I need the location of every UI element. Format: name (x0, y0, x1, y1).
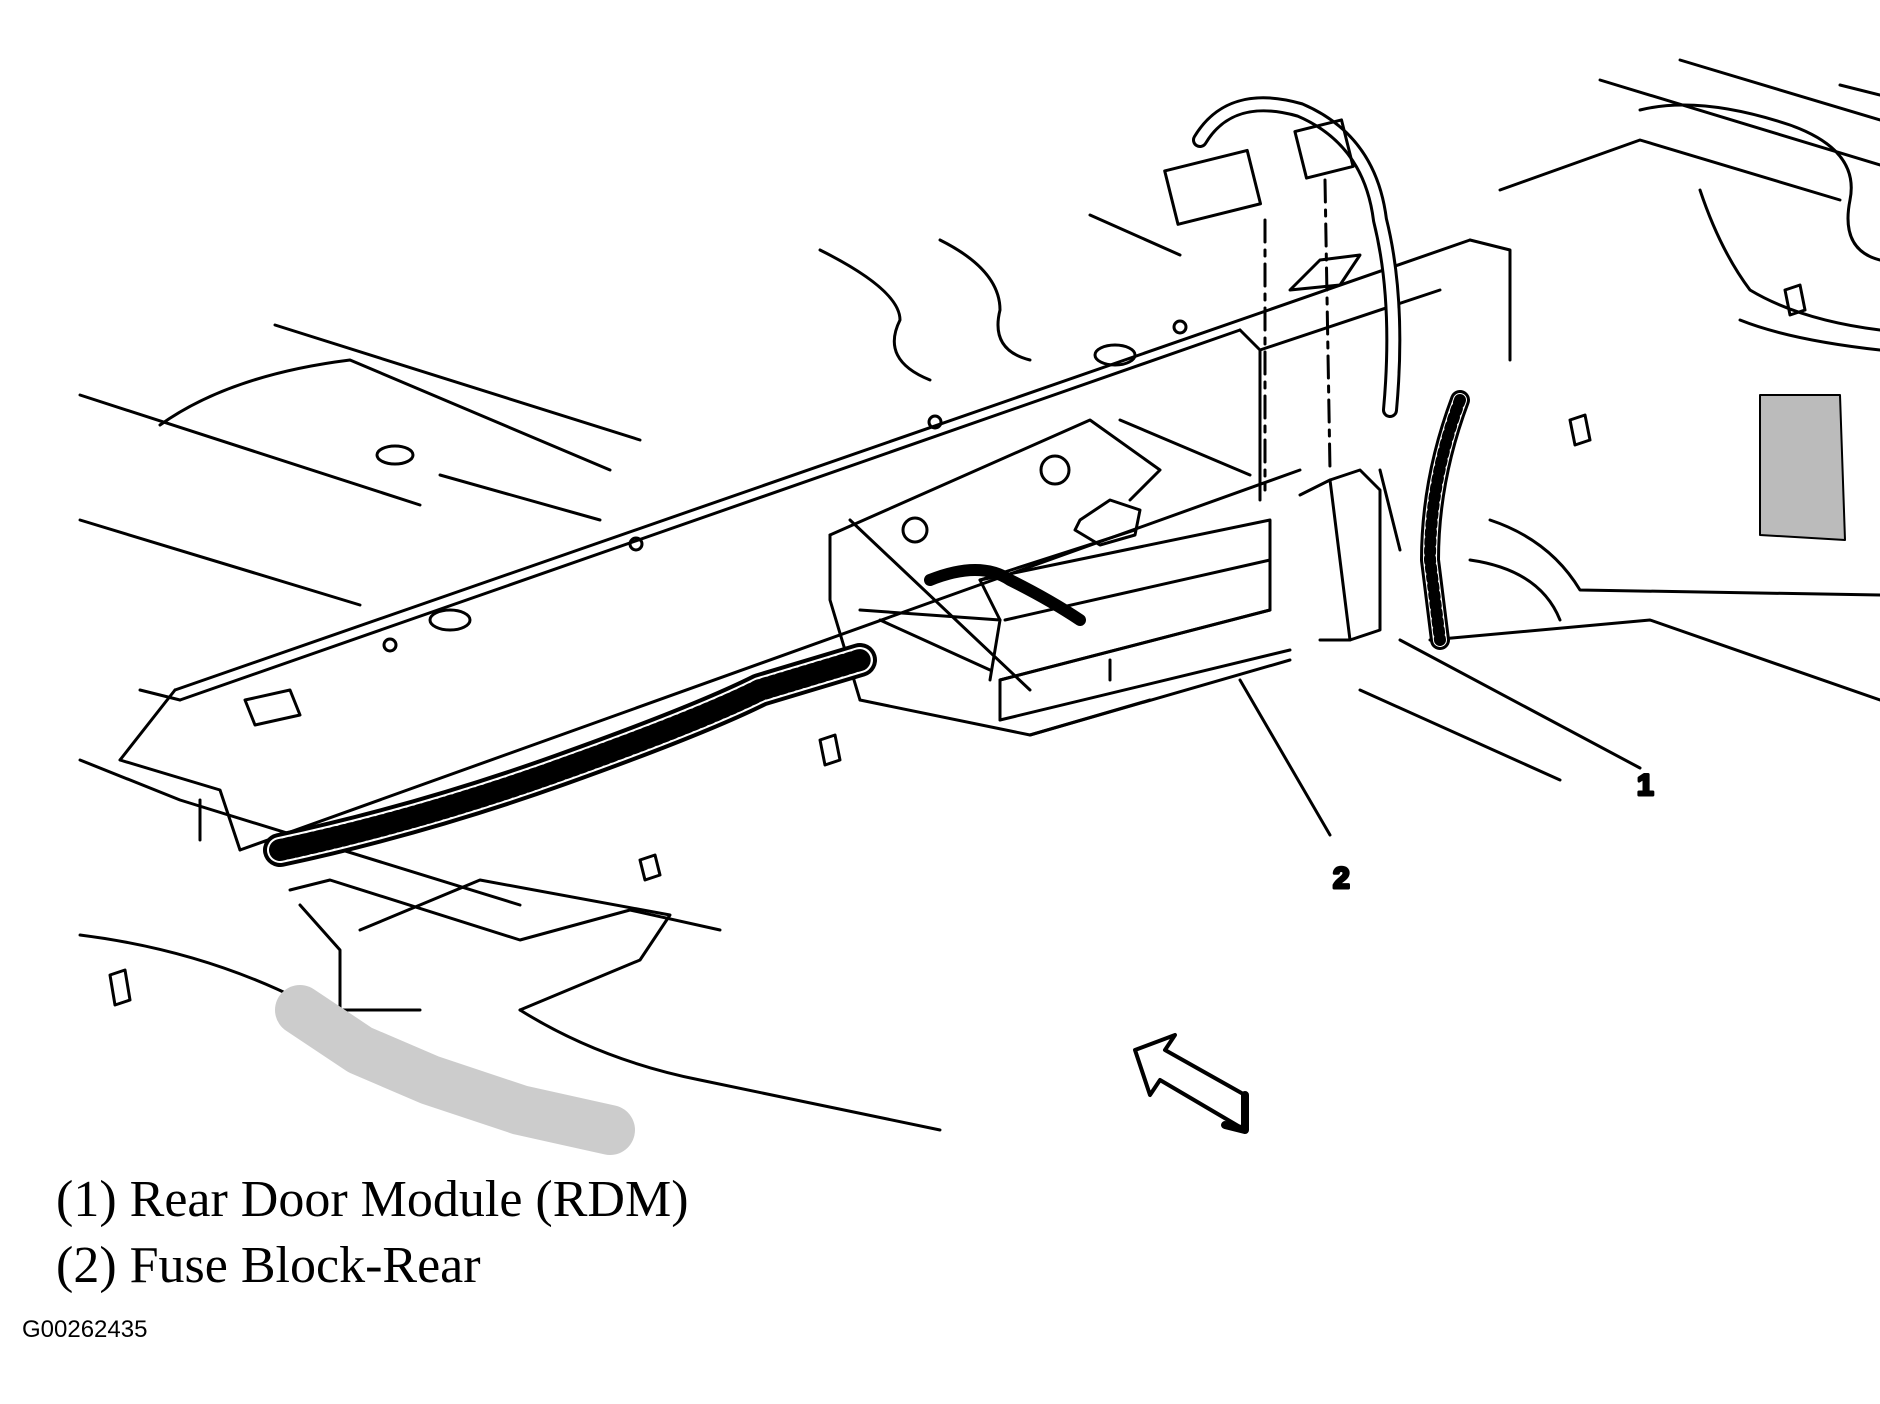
callout-2: 2 (1333, 862, 1350, 895)
leader-lines (1238, 638, 1642, 837)
rear-door-module (1163, 118, 1382, 642)
callout-1: 1 (1637, 769, 1654, 802)
legend-item-fuse-block-rear: (2) Fuse Block-Rear (56, 1237, 481, 1294)
fuse-block-rear (828, 418, 1292, 737)
front-direction-arrow-icon (1133, 1033, 1249, 1134)
cross-member (118, 238, 1512, 852)
wiring-harness (263, 96, 1470, 867)
wheel-well-hatching (275, 394, 1846, 1155)
fastener-studs (108, 283, 1807, 1007)
floor-panel-outlines (78, 58, 1880, 1132)
figure-id: G00262435 (22, 1316, 148, 1343)
legend-item-rear-door-module: (1) Rear Door Module (RDM) (56, 1171, 689, 1228)
